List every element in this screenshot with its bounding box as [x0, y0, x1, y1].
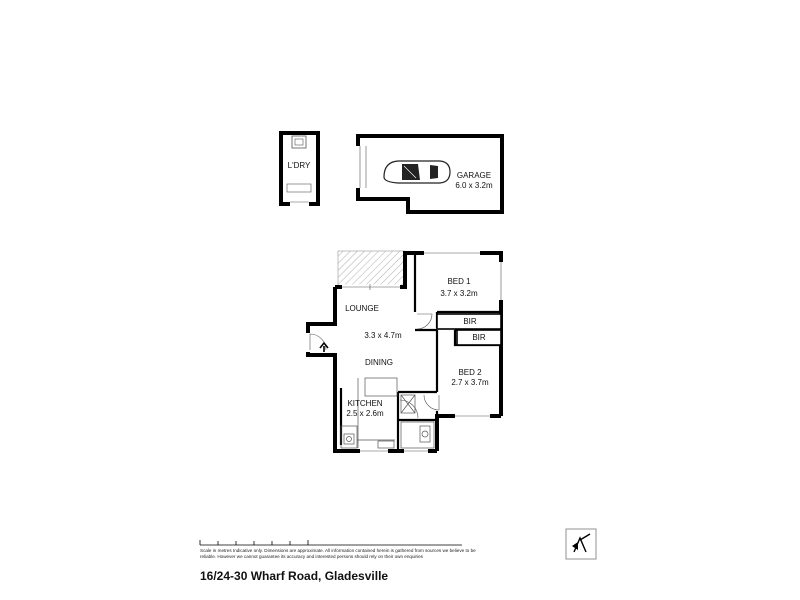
dining-label: DINING: [365, 358, 393, 367]
kitchen-dims: 2.5 x 2.6m: [346, 409, 384, 418]
bir1-box: [436, 313, 502, 330]
bir1-label: BIR: [463, 317, 477, 326]
property-address: 16/24-30 Wharf Road, Gladesville: [200, 569, 389, 583]
car-icon: [383, 160, 451, 184]
window-openings: [342, 250, 504, 454]
bed2-label: BED 2: [458, 368, 482, 377]
lounge-label: LOUNGE: [345, 304, 379, 313]
entry-door: [305, 333, 327, 352]
bed2-dims: 2.7 x 3.7m: [451, 378, 489, 387]
garage-label: GARAGE: [457, 171, 491, 180]
lounge-dims: 3.3 x 4.7m: [364, 331, 402, 340]
scale-bar: [199, 540, 462, 546]
bed1-dims: 3.7 x 3.2m: [440, 289, 478, 298]
north-arrow-icon: [565, 528, 597, 560]
unit-walls: [306, 251, 503, 453]
disclaimer-text: Scale in metres Indicative only. Dimensi…: [200, 548, 476, 559]
kitchen-label: KITCHEN: [347, 399, 382, 408]
kitchen-fixtures: [340, 377, 398, 449]
garage: GARAGE 6.0 x 3.2m: [355, 134, 504, 214]
laundry-label: L'DRY: [288, 161, 311, 170]
bed1-label: BED 1: [447, 277, 471, 286]
bir2-label: BIR: [472, 333, 486, 342]
garage-dims: 6.0 x 3.2m: [455, 181, 493, 190]
entry-arrow-icon: [319, 341, 329, 352]
bathroom-fixtures: [400, 394, 435, 449]
bir2-box: [456, 329, 502, 346]
laundry: L'DRY: [279, 131, 320, 207]
courtyard-hatch: [337, 250, 406, 287]
door-swings: [399, 313, 440, 419]
